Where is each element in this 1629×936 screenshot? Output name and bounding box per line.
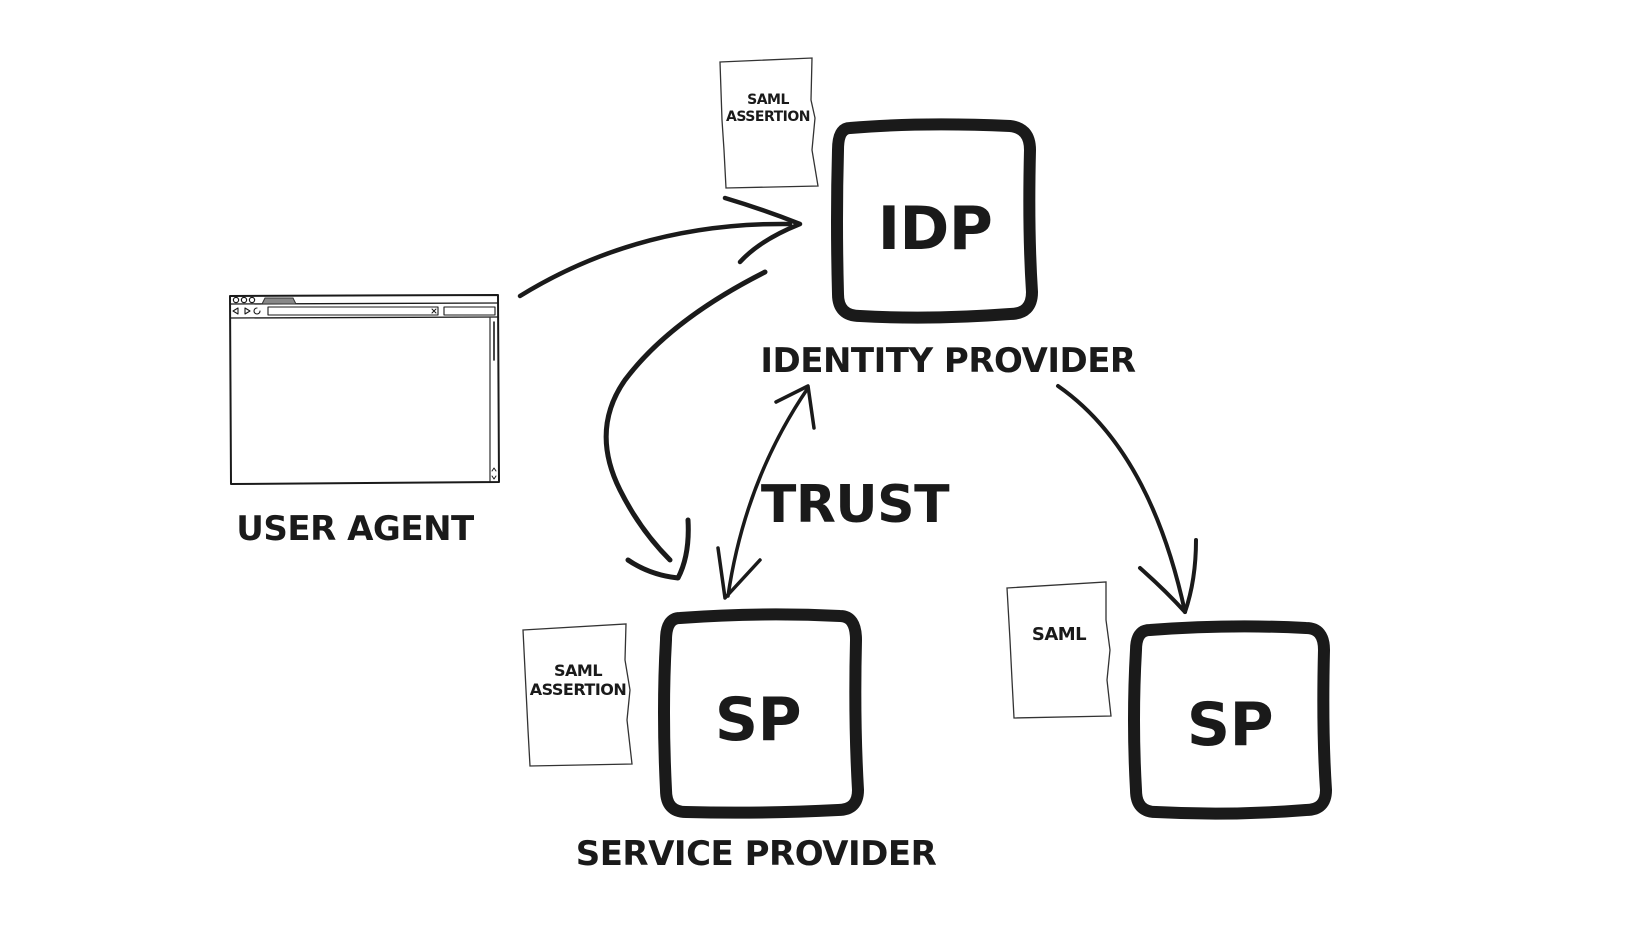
svg-text:SAML: SAML <box>747 92 789 108</box>
browser-tab-icon <box>261 297 297 305</box>
svg-text:SAML: SAML <box>554 661 602 680</box>
user-agent-browser-window <box>229 294 500 485</box>
idp-caption: IDENTITY PROVIDER <box>760 341 1136 381</box>
sp-second-box: SP <box>1128 620 1332 820</box>
arrow-useragent-to-idp <box>517 195 803 299</box>
trust-arrow <box>716 384 816 600</box>
svg-text:ASSERTION: ASSERTION <box>530 680 627 699</box>
arrow-idp-to-sp <box>603 269 768 581</box>
svg-text:SAML: SAML <box>1032 624 1086 645</box>
idp-box: IDP <box>831 118 1038 324</box>
user-agent-caption: USER AGENT <box>236 509 475 549</box>
search-box <box>443 306 496 316</box>
sp-main-box: SP <box>658 608 864 819</box>
idp-box-label: IDP <box>878 194 993 264</box>
sp-saml-assertion-document: SAML ASSERTION <box>522 623 633 767</box>
sp-second-box-label: SP <box>1187 690 1273 760</box>
browser-nav-icons <box>232 307 261 315</box>
window-controls-icon <box>232 296 256 304</box>
address-bar <box>267 306 439 316</box>
arrow-idp-to-second-sp <box>1056 384 1198 614</box>
trust-label: TRUST <box>761 475 950 535</box>
second-sp-saml-document: SAML <box>1006 581 1112 719</box>
idp-saml-assertion-document: SAML ASSERTION <box>719 57 819 189</box>
svg-text:ASSERTION: ASSERTION <box>726 109 810 125</box>
sp-main-box-label: SP <box>715 685 801 755</box>
sp-main-caption: SERVICE PROVIDER <box>576 834 937 874</box>
